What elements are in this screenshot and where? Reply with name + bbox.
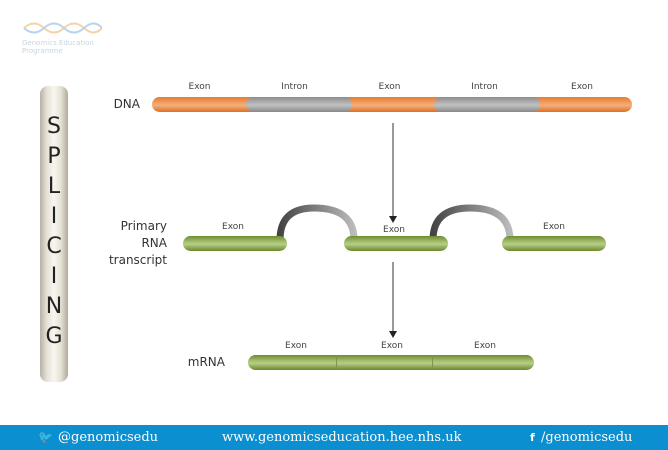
primary-rna-label: Primary RNA transcript — [95, 218, 167, 269]
label-line: RNA — [141, 236, 167, 250]
title-letter: P — [47, 144, 61, 169]
dna-intron-2 — [434, 97, 540, 112]
dna-segment-label: Intron — [281, 82, 308, 92]
intron-loop-1 — [276, 204, 358, 241]
title-letter: L — [47, 174, 61, 199]
rna-exon-label: Exon — [222, 222, 244, 232]
dna-exon-2 — [340, 97, 450, 112]
intron-loops — [276, 204, 514, 241]
title-letter: S — [47, 114, 61, 139]
dna-exon-3 — [528, 97, 632, 112]
dna-segment-label: Intron — [471, 82, 498, 92]
logo-line-2: Programme — [22, 47, 63, 55]
title-letter: I — [50, 264, 58, 289]
mrna-strand — [248, 355, 534, 370]
footer-bar: 🐦 @genomicsedu www.genomicseducation.hee… — [0, 425, 668, 450]
label-line: Primary — [120, 219, 167, 233]
title-letter: C — [46, 234, 62, 259]
logo-line-1: Genomics Education — [22, 39, 94, 47]
title-letter: N — [45, 294, 63, 319]
rna-exon-2 — [344, 236, 448, 251]
mrna-exon-label: Exon — [381, 341, 403, 351]
arrow-head — [389, 331, 397, 338]
label-line: transcript — [108, 253, 167, 267]
rna-exon-3 — [502, 236, 606, 251]
facebook-link[interactable]: /genomicsedu — [541, 430, 633, 445]
mrna-exon-label: Exon — [474, 341, 496, 351]
rna-exon-1 — [183, 236, 287, 251]
twitter-handle-link[interactable]: @genomicsedu — [58, 430, 159, 445]
title-letter: G — [45, 324, 63, 349]
mrna-label: mRNA — [187, 355, 225, 369]
facebook-icon: f — [530, 431, 535, 444]
title-letter: I — [50, 204, 58, 229]
rna-exon-label: Exon — [383, 225, 405, 235]
logo: Genomics Education Programme — [22, 20, 112, 55]
twitter-icon: 🐦 — [38, 430, 53, 444]
mrna-exon-label: Exon — [285, 341, 307, 351]
intron-loop-2 — [429, 204, 514, 241]
dna-intron-1 — [246, 97, 352, 112]
dna-label: DNA — [113, 97, 140, 111]
dna-helix-icon — [23, 22, 103, 34]
exon-junction — [432, 355, 433, 370]
dna-segment-label: Exon — [378, 82, 401, 92]
dna-exon-1 — [152, 97, 262, 112]
arrow-head — [389, 216, 397, 223]
website-link[interactable]: www.genomicseducation.hee.nhs.uk — [222, 430, 462, 445]
dna-segment-label: Exon — [188, 82, 211, 92]
dna-segment-label: Exon — [571, 82, 593, 92]
rna-exon-label: Exon — [543, 222, 565, 232]
exon-junction — [336, 355, 337, 370]
process-arrows — [389, 123, 397, 338]
